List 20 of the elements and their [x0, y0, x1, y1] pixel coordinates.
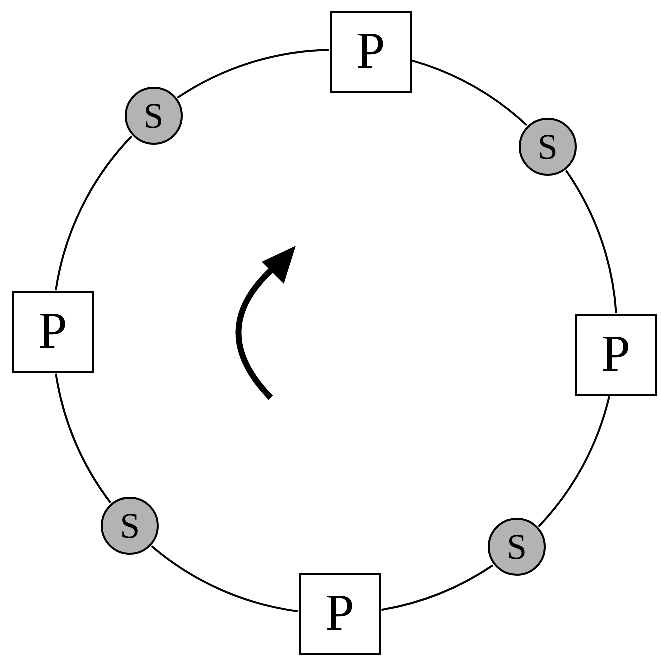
ring-connector — [177, 49, 329, 99]
square-node — [330, 11, 412, 94]
ring-connector — [151, 546, 298, 613]
node-label: P — [356, 26, 386, 78]
node-label: S — [144, 98, 164, 134]
node-label: S — [538, 128, 558, 165]
square-node — [575, 314, 658, 396]
ring-connector — [412, 60, 528, 126]
ring-connector — [55, 374, 112, 504]
ring-connector — [538, 396, 610, 528]
ring-connector — [55, 136, 133, 290]
square-node — [298, 572, 381, 655]
square-node — [12, 291, 94, 373]
node-label: P — [38, 306, 68, 358]
node-label: S — [507, 529, 528, 566]
ring-connector — [565, 170, 618, 314]
node-label: S — [120, 508, 140, 544]
ring-connector — [381, 564, 494, 612]
node-label: P — [325, 588, 354, 640]
node-label: P — [602, 329, 630, 382]
